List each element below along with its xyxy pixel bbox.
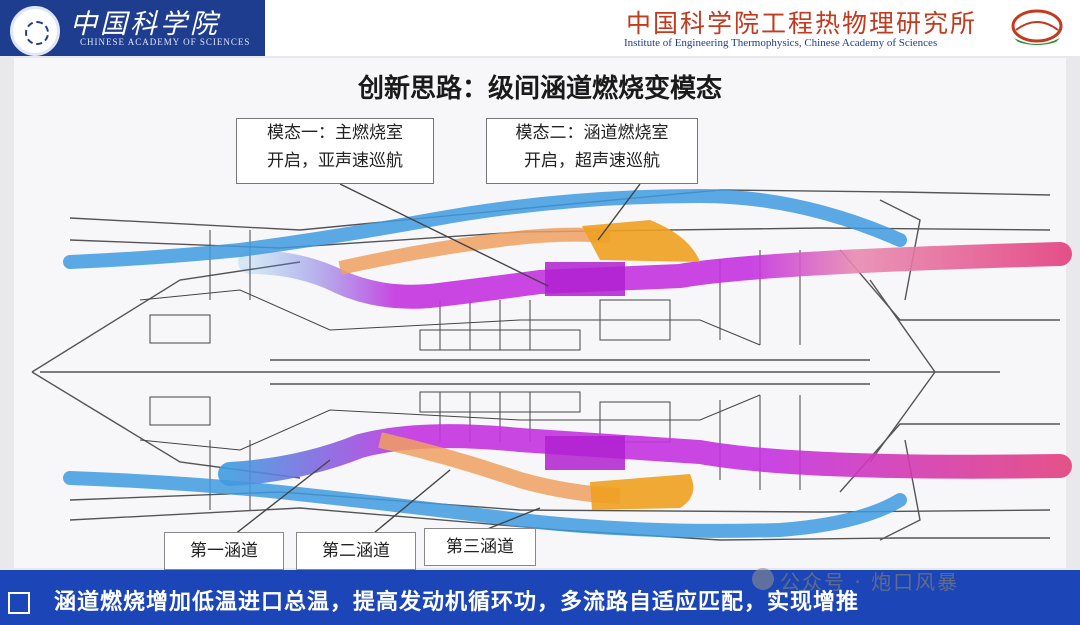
mode1-callout: 模态一：主燃烧室 开启，亚声速巡航 (236, 118, 434, 184)
bottom-banner-text: 涵道燃烧增加低温进口总温，提高发动机循环功，多流路自适应匹配，实现增推 (54, 590, 860, 615)
top-second-duct-flow (338, 227, 611, 275)
third-duct-label: 第三涵道 (424, 528, 536, 566)
bottom-banner (0, 570, 1080, 625)
watermark-text: 公众号 · 炮口风暴 (780, 570, 960, 594)
bottom-main-combustor (545, 436, 625, 470)
bottom-second-duct-flow (378, 432, 621, 504)
cas-name: 中国科学院 (70, 9, 220, 40)
wechat-icon (752, 568, 774, 590)
mode2-callout: 模态二：涵道燃烧室 开启，超声速巡航 (486, 118, 698, 184)
mode2-line2: 开启，超声速巡航 (524, 151, 660, 171)
top-third-duct-flow (63, 188, 907, 269)
institute-name: 中国科学院工程热物理研究所 (626, 9, 978, 38)
bottom-core-flow (218, 424, 1072, 486)
top-duct-burner (582, 220, 700, 262)
bullet-icon (8, 592, 30, 614)
header-bar: 中国科学院 CHINESE ACADEMY OF SCIENCES 中国科学院工… (0, 0, 1080, 56)
cas-name-english: CHINESE ACADEMY OF SCIENCES (80, 37, 251, 47)
duct2-pointer (367, 469, 451, 539)
institute-name-english: Institute of Engineering Thermophysics, … (624, 37, 938, 49)
first-duct-label: 第一涵道 (164, 532, 284, 570)
mode2-pointer (597, 183, 641, 241)
duct1-pointer (229, 459, 331, 539)
mode2-line1: 模态二：涵道燃烧室 (515, 123, 669, 143)
bottom-third-duct-flow (63, 471, 907, 538)
institute-logo-icon (1011, 9, 1063, 45)
mode1-pointer (339, 183, 549, 287)
slide-title: 创新思路：级间涵道燃烧变模态 (357, 74, 722, 104)
second-duct-label: 第二涵道 (296, 532, 416, 570)
cas-emblem-icon (10, 6, 60, 56)
bottom-duct-burner (590, 474, 694, 510)
engine-internals (139, 230, 801, 510)
mode1-line1: 模态一：主燃烧室 (267, 123, 403, 143)
top-core-flow (238, 242, 1072, 309)
mode1-line2: 开启，亚声速巡航 (267, 151, 403, 171)
top-main-combustor (545, 262, 625, 296)
